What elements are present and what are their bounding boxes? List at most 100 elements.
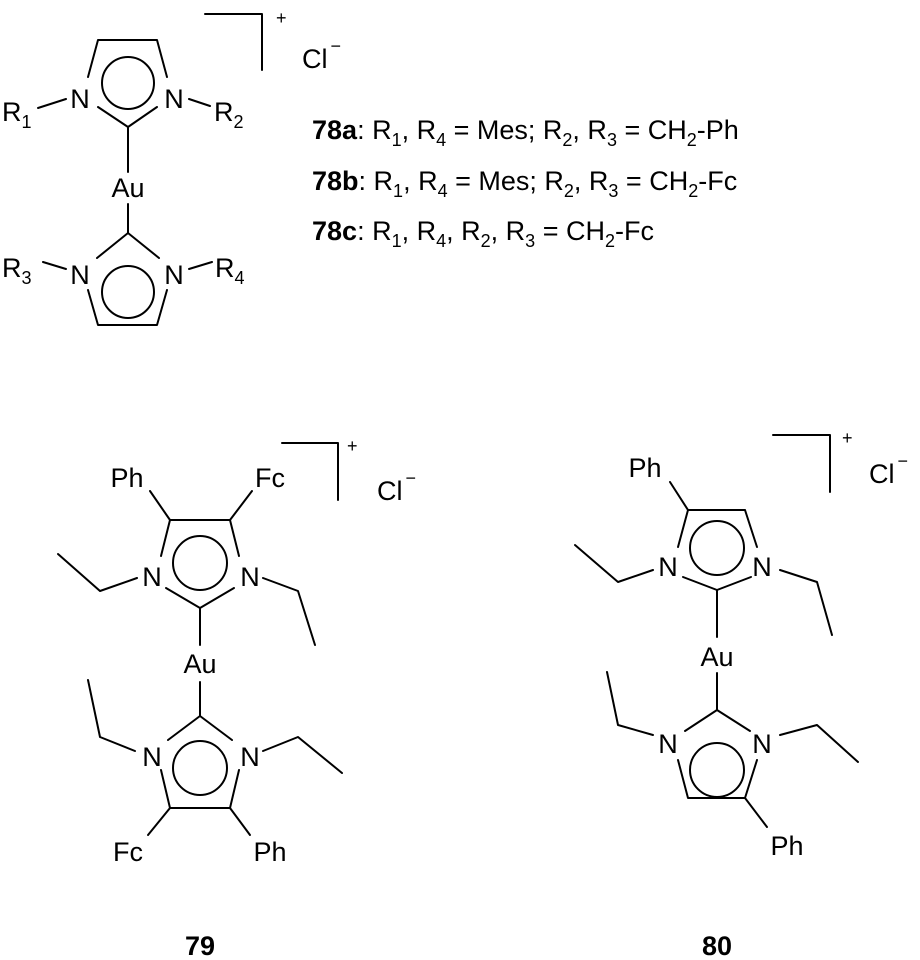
lower-imidazolylidene-ring: N N Ph xyxy=(606,671,859,861)
ethyl-group xyxy=(87,679,136,752)
legend-line: 78b: R1, R4 = Mes; R2, R3 = CH2-Fc xyxy=(312,166,737,201)
cation-charge: + xyxy=(276,8,287,28)
lower-imidazolylidene-ring: N N R3 R4 xyxy=(2,232,245,326)
phenyl-group: Ph xyxy=(770,831,803,861)
nitrogen-atom: N xyxy=(240,562,260,592)
substituent-bonds xyxy=(42,261,213,270)
aromatic-circle xyxy=(689,742,745,798)
counterion: Cl− xyxy=(377,468,416,506)
ring-bonds xyxy=(677,509,758,591)
substituent-r2: R2 xyxy=(214,97,244,132)
substituent-bond xyxy=(669,481,689,511)
legend-text: , R xyxy=(572,115,607,145)
compound-79-structure: N N Ph Fc Au N N Fc Ph + Cl− 79 xyxy=(57,436,416,960)
legend-line: 78a: R1, R4 = Mes; R2, R3 = CH2-Ph xyxy=(312,115,739,150)
nitrogen-atom: N xyxy=(164,84,184,114)
aromatic-circle xyxy=(101,265,155,319)
nitrogen-atom: N xyxy=(752,552,772,582)
subscript: 2 xyxy=(564,181,574,201)
subscript: 3 xyxy=(607,130,617,150)
nitrogen-atom: N xyxy=(658,729,678,759)
compound-78-structure: N N R1 R2 Au N N R3 R4 + Cl− xyxy=(2,8,341,326)
compound-number: 80 xyxy=(702,931,732,960)
nitrogen-atom: N xyxy=(752,729,772,759)
upper-imidazolylidene-ring: N N Ph Fc xyxy=(57,463,316,646)
compound-id: 78b xyxy=(312,166,359,196)
subscript: 2 xyxy=(562,130,572,150)
subscript: 3 xyxy=(525,231,535,251)
subscript: 4 xyxy=(436,231,446,251)
subscript: 4 xyxy=(438,181,448,201)
charge-bracket xyxy=(772,434,831,493)
legend-text: -Fc xyxy=(698,166,737,196)
subscript: 1 xyxy=(392,231,402,251)
legend-text: = Mes; R xyxy=(448,166,564,196)
ethyl-group xyxy=(262,577,316,646)
subscript: 3 xyxy=(608,181,618,201)
subscript: 2 xyxy=(605,231,615,251)
aromatic-circle xyxy=(172,740,228,796)
nitrogen-atom: N xyxy=(142,742,162,772)
phenyl-group: Ph xyxy=(253,837,286,867)
legend-text: , R xyxy=(574,166,609,196)
ring-bonds xyxy=(677,709,758,799)
subscript: 1 xyxy=(392,130,402,150)
aromatic-circle xyxy=(101,56,155,110)
legend-text: : R xyxy=(357,115,392,145)
cation-charge: + xyxy=(347,436,358,456)
aromatic-circle xyxy=(689,520,745,576)
ethyl-group xyxy=(779,724,859,763)
legend-text: = CH xyxy=(618,166,688,196)
legend-text: : R xyxy=(359,166,394,196)
ferrocenyl-group: Fc xyxy=(113,837,143,867)
compound-id: 78a xyxy=(312,115,358,145)
legend-text: , R xyxy=(491,216,526,246)
subscript: 4 xyxy=(436,130,446,150)
lower-imidazolylidene-ring: N N Fc Ph xyxy=(87,679,343,867)
charge-bracket xyxy=(204,13,263,71)
compound-80-structure: N N Ph Au N N Ph + Cl− 80 xyxy=(574,428,908,960)
subscript: 2 xyxy=(688,181,698,201)
nitrogen-atom: N xyxy=(658,552,678,582)
substituent-r3: R3 xyxy=(2,253,32,288)
ethyl-group xyxy=(57,553,138,592)
gold-atom: Au xyxy=(700,642,733,672)
substituent-bonds xyxy=(147,807,251,836)
legend-text: : R xyxy=(357,216,392,246)
legend-text: -Fc xyxy=(615,216,654,246)
ethyl-group xyxy=(606,671,654,736)
legend-text: , R xyxy=(402,216,437,246)
ring-bonds xyxy=(87,232,168,326)
legend-text: , R xyxy=(403,166,438,196)
subscript: 1 xyxy=(393,181,403,201)
nitrogen-atom: N xyxy=(164,260,184,290)
ethyl-group xyxy=(779,569,833,636)
subscript: 2 xyxy=(687,130,697,150)
substituent-r4: R4 xyxy=(215,253,245,288)
substituent-bonds xyxy=(149,490,253,521)
nitrogen-atom: N xyxy=(240,742,260,772)
subscript: 2 xyxy=(481,231,491,251)
nitrogen-atom: N xyxy=(70,260,90,290)
ethyl-group xyxy=(262,736,343,774)
legend-text: = CH xyxy=(535,216,605,246)
legend-text: , R xyxy=(402,115,437,145)
legend-line: 78c: R1, R4, R2, R3 = CH2-Fc xyxy=(312,216,654,251)
ring-bonds xyxy=(160,715,240,809)
legend-text: = CH xyxy=(617,115,687,145)
gold-atom: Au xyxy=(183,649,216,679)
nitrogen-atom: N xyxy=(70,84,90,114)
ferrocenyl-group: Fc xyxy=(255,463,285,493)
nitrogen-atom: N xyxy=(142,562,162,592)
gold-atom: Au xyxy=(111,173,144,203)
counterion: Cl− xyxy=(869,451,908,489)
upper-imidazolylidene-ring: N N Ph xyxy=(574,453,833,636)
compound-id: 78c xyxy=(312,216,357,246)
legend-text: = Mes; R xyxy=(446,115,562,145)
phenyl-group: Ph xyxy=(110,463,143,493)
phenyl-group: Ph xyxy=(628,453,661,483)
ethyl-group xyxy=(574,544,654,583)
substituent-bonds xyxy=(37,98,211,109)
